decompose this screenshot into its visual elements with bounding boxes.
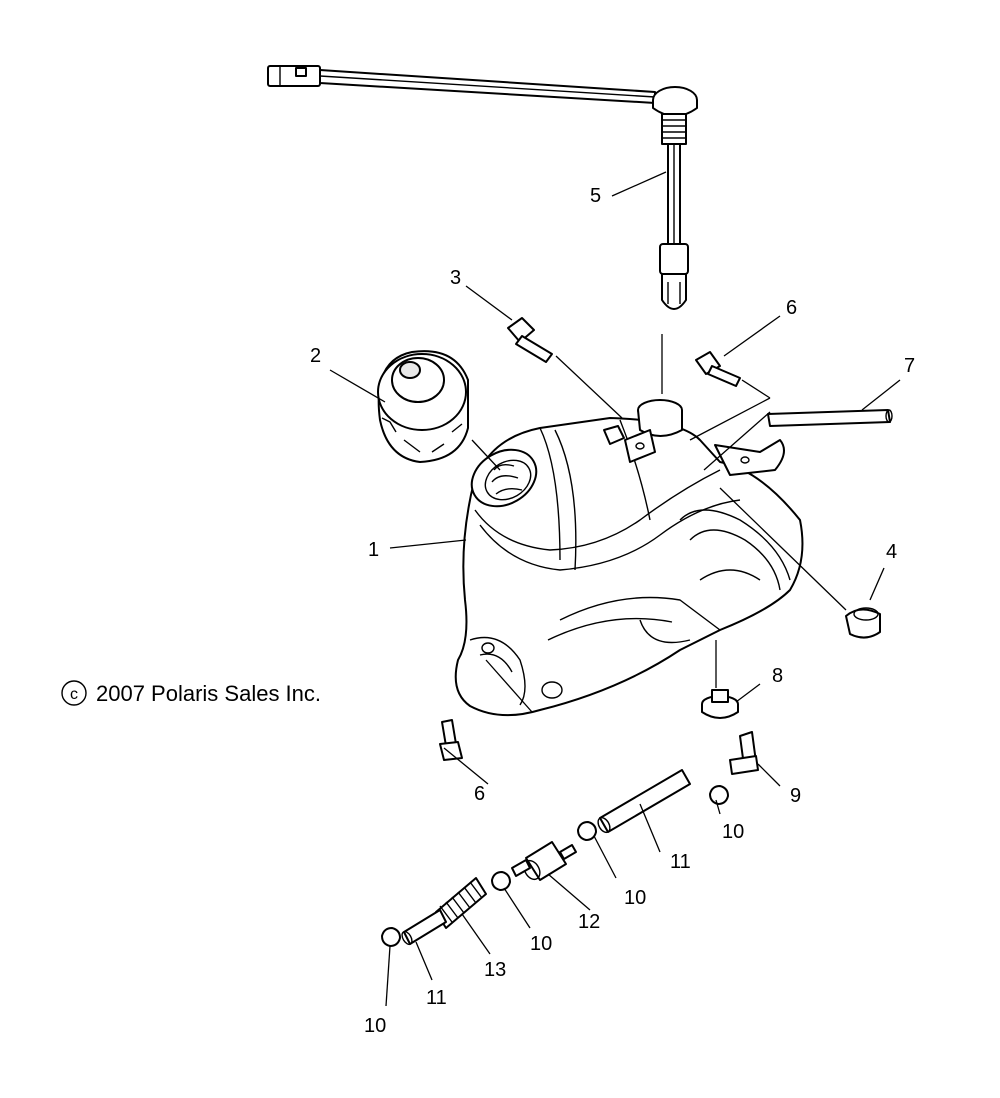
fuel-cap: [377, 350, 469, 463]
callout-4: 4: [886, 541, 897, 563]
bolt-3: [507, 317, 553, 363]
callout-8: 8: [772, 665, 783, 687]
callout-labels: 1 2 3 4 5 6 6 7 8 9 10 10 10 10 11 11 12…: [310, 185, 915, 1037]
callout-10-d: 10: [364, 1015, 386, 1037]
fuel-sender-assembly: [267, 65, 698, 310]
callout-6-upper: 6: [786, 297, 797, 319]
callout-12: 12: [578, 911, 600, 933]
vent-hose-7: [767, 409, 893, 427]
callout-5: 5: [590, 185, 601, 207]
copyright-circle: [61, 680, 87, 706]
callout-1: 1: [368, 539, 379, 561]
callout-11-lower: 11: [426, 987, 447, 1009]
callout-10-b: 10: [624, 887, 646, 909]
fuel-hose-11-lower: [401, 909, 447, 946]
callout-3: 3: [450, 267, 461, 289]
rubber-mount-8: [701, 689, 739, 719]
callout-2: 2: [310, 345, 321, 367]
copyright-notice: c 2007 Polaris Sales Inc.: [61, 680, 321, 706]
callout-6-lower: 6: [474, 783, 485, 805]
clamp-10-a: [709, 785, 729, 805]
callout-9: 9: [790, 785, 801, 807]
clamp-10-b: [577, 821, 597, 841]
clamp-10-c: [491, 871, 511, 891]
grommet-4: [845, 607, 881, 639]
fuel-filter-12: [511, 841, 577, 881]
elbow-fitting-9: [729, 731, 759, 775]
copyright-symbol: c: [70, 686, 78, 703]
fuel-tank: [454, 399, 804, 717]
bolt-6-upper: [695, 351, 741, 387]
copyright-text: 2007 Polaris Sales Inc.: [96, 681, 321, 706]
clamp-10-d: [381, 927, 401, 947]
callout-10-a: 10: [722, 821, 744, 843]
bolt-6-lower: [439, 719, 463, 761]
callout-13: 13: [484, 959, 506, 981]
leader-lines: [329, 171, 901, 1007]
callout-7: 7: [904, 355, 915, 377]
fuel-hose-11-upper: [597, 769, 691, 834]
callout-10-c: 10: [530, 933, 552, 955]
callout-11-upper: 11: [670, 851, 691, 873]
